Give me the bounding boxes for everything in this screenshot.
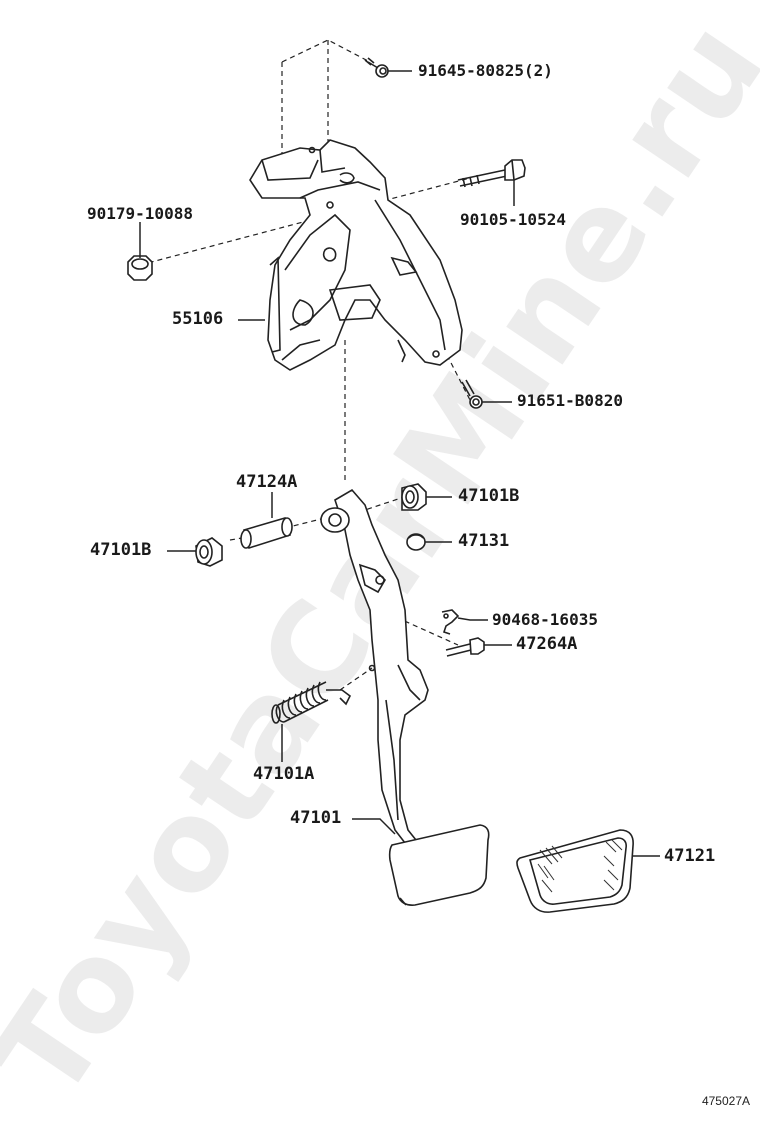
label-90179-10088[interactable]: 90179-10088 <box>87 204 193 223</box>
label-55106[interactable]: 55106 <box>172 309 224 329</box>
bolt-90105-icon[interactable] <box>457 159 526 188</box>
label-47121[interactable]: 47121 <box>664 846 716 866</box>
diagram-id: 475027A <box>701 1094 750 1108</box>
pedal-bracket-55106-icon[interactable] <box>249 139 463 371</box>
leader-lines <box>139 70 660 857</box>
label-47101B-left[interactable]: 47101B <box>90 540 152 560</box>
bolt-91651-icon[interactable] <box>461 379 483 409</box>
bolt-91645-icon[interactable] <box>364 57 389 78</box>
clip-90468-icon[interactable] <box>441 609 460 635</box>
stopper-47131-icon[interactable] <box>406 533 426 551</box>
label-47101A[interactable]: 47101A <box>253 764 315 784</box>
bush-47101B-right-icon[interactable] <box>401 483 427 511</box>
pedal-foot-47101-icon[interactable] <box>388 824 490 906</box>
label-47264A[interactable]: 47264A <box>516 634 578 654</box>
label-47124A[interactable]: 47124A <box>236 472 298 492</box>
label-91645-80825[interactable]: 91645-80825(2) <box>418 61 553 80</box>
nut-90179-icon[interactable] <box>127 255 153 281</box>
pin-47264A-icon[interactable] <box>445 637 485 657</box>
label-47101[interactable]: 47101 <box>290 808 342 828</box>
mounting-phantom-lines <box>139 39 471 691</box>
pedal-arm-47101-icon[interactable] <box>320 488 429 854</box>
label-91651-B0820[interactable]: 91651-B0820 <box>517 391 623 410</box>
label-90105-10524[interactable]: 90105-10524 <box>460 210 566 229</box>
return-spring-47101A-icon[interactable] <box>271 681 352 724</box>
label-47101B-right[interactable]: 47101B <box>458 486 520 506</box>
label-90468-16035[interactable]: 90468-16035 <box>492 610 598 629</box>
label-47131[interactable]: 47131 <box>458 531 510 551</box>
pedal-pad-47121-icon[interactable] <box>516 829 634 913</box>
collar-47124A-icon[interactable] <box>240 517 293 550</box>
bush-47101B-left-icon[interactable] <box>195 537 223 567</box>
